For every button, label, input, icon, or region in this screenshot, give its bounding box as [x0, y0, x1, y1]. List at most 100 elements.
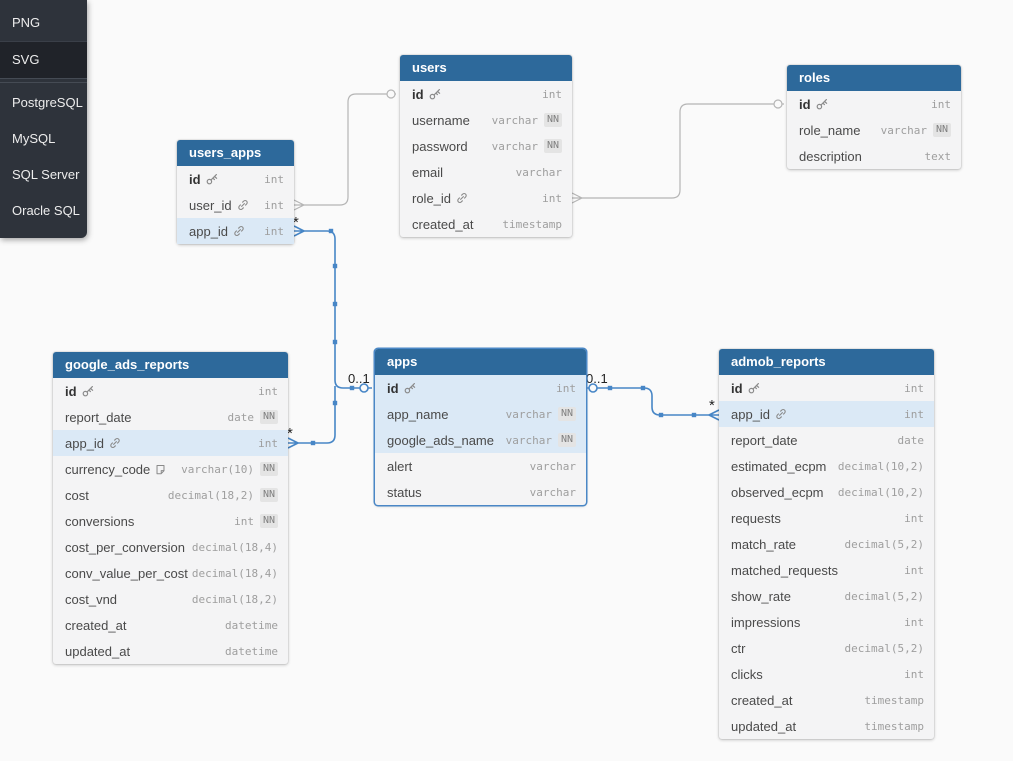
not-null-badge: NN — [259, 488, 278, 502]
table-header-users[interactable]: users — [400, 55, 572, 81]
table-header-users_apps[interactable]: users_apps — [177, 140, 294, 166]
relation-line[interactable] — [304, 93, 396, 206]
column-name: currency_code — [65, 461, 151, 477]
column-type: int — [904, 511, 924, 525]
relation-vertex-handle[interactable] — [349, 385, 355, 391]
relation-vertex-handle[interactable] — [332, 263, 338, 269]
relation-vertex-handle[interactable] — [607, 385, 613, 391]
relation-line[interactable] — [298, 386, 336, 444]
table-header-google_ads_reports[interactable]: google_ads_reports — [53, 352, 288, 378]
column-type: varchar — [515, 165, 562, 179]
menu-item-mysql[interactable]: MySQL — [12, 131, 56, 146]
menu-item-png[interactable]: PNG — [12, 15, 41, 30]
column-type: varchar — [505, 433, 552, 447]
relation-vertex-handle[interactable] — [328, 228, 334, 234]
relation-users_apps_user_id-users_id[interactable] — [293, 89, 396, 211]
menu-item-oracle-sql[interactable]: Oracle SQL — [12, 203, 80, 218]
relation-vertex-handle[interactable] — [658, 412, 664, 418]
menu-item-sql-server[interactable]: SQL Server — [12, 167, 80, 182]
menu-item-postgresql[interactable]: PostgreSQL — [12, 95, 83, 110]
table-header-apps[interactable]: apps — [375, 349, 586, 375]
column-name: matched_requests — [731, 562, 838, 578]
relation-vertex-handle[interactable] — [691, 412, 697, 418]
table-header-roles[interactable]: roles — [787, 65, 961, 91]
relation-vertex-handle[interactable] — [332, 301, 338, 307]
relation-line[interactable] — [582, 103, 784, 199]
column-name: cost_vnd — [65, 591, 118, 607]
column-type: date — [897, 433, 925, 447]
column-type: varchar — [491, 139, 538, 153]
relation-line[interactable] — [586, 387, 709, 416]
column-name: id — [731, 380, 743, 396]
relation-users_role_id-roles_id[interactable] — [571, 99, 784, 204]
relation-vertex-handle[interactable] — [310, 440, 316, 446]
relation-line[interactable] — [304, 230, 372, 389]
relation-google_ads_reports_app_id-apps_id[interactable]: * — [287, 386, 338, 449]
column-type: int — [264, 198, 284, 212]
menu-item-svg[interactable]: SVG — [0, 41, 87, 79]
not-null-badge: NN — [259, 514, 278, 528]
column-type: varchar — [529, 459, 576, 473]
table-header-admob_reports[interactable]: admob_reports — [719, 349, 934, 375]
relation-vertex-handle[interactable] — [332, 339, 338, 345]
column-name: google_ads_name — [387, 432, 494, 448]
column-type: datetime — [225, 618, 278, 632]
relation-apps_id-admob_reports_app_id[interactable]: 0..1* — [586, 371, 720, 421]
relation-users_apps_app_id-apps_id[interactable]: *0..1 — [293, 214, 372, 393]
key-icon — [404, 382, 416, 394]
crows-foot-marker — [708, 409, 720, 421]
relation-vertex-handle[interactable] — [640, 385, 646, 391]
relation-vertex-handle[interactable] — [332, 400, 338, 406]
